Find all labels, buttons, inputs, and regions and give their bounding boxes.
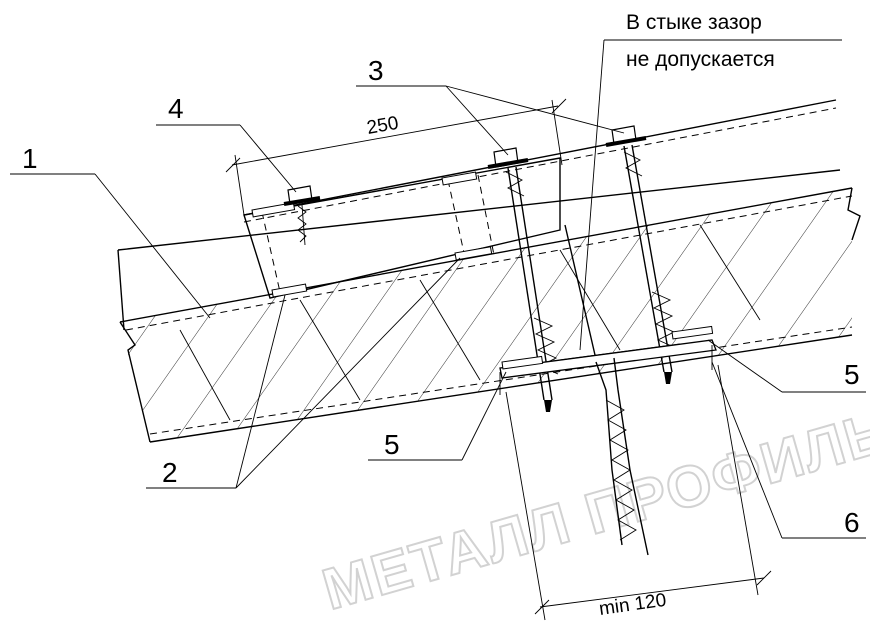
support-width-value: min 120 [598,590,668,620]
seal-right [671,325,714,340]
sealant-strip [454,246,493,261]
joint-note-line1: В стыке зазор [626,11,762,34]
callout-2-label: 2 [162,457,178,488]
panel-core [119,187,861,443]
joint-note-line2: не допускается [626,48,775,71]
callout-4-label: 4 [168,93,184,124]
callout-6: 6 [711,361,866,539]
callout-6-label: 6 [844,507,860,538]
overlap-zone [243,157,561,299]
callout-1: 1 [10,143,211,319]
callout-4: 4 [156,93,297,193]
callout-5-right-label: 5 [844,359,860,390]
joint-note: В стыке зазор не допускается [579,11,842,351]
sealant-strip [251,202,296,218]
callout-3: 3 [356,55,625,156]
panel-joint-line [564,224,596,356]
seal-left [501,355,544,370]
sealant-strip [271,283,308,298]
callout-2: 2 [146,257,461,489]
t-profile-support [499,325,717,556]
sealant-strip [441,171,478,186]
stitch-screw [283,185,321,246]
upper-sheet [117,99,841,331]
callout-3-label: 3 [368,55,384,86]
overlap-dimension-value: 250 [365,113,400,139]
callout-5-right: 5 [707,339,866,393]
panel-screw-right [605,125,677,384]
callout-5-left-label: 5 [384,429,400,460]
callout-1-label: 1 [22,143,38,174]
callout-5-left: 5 [368,371,507,461]
